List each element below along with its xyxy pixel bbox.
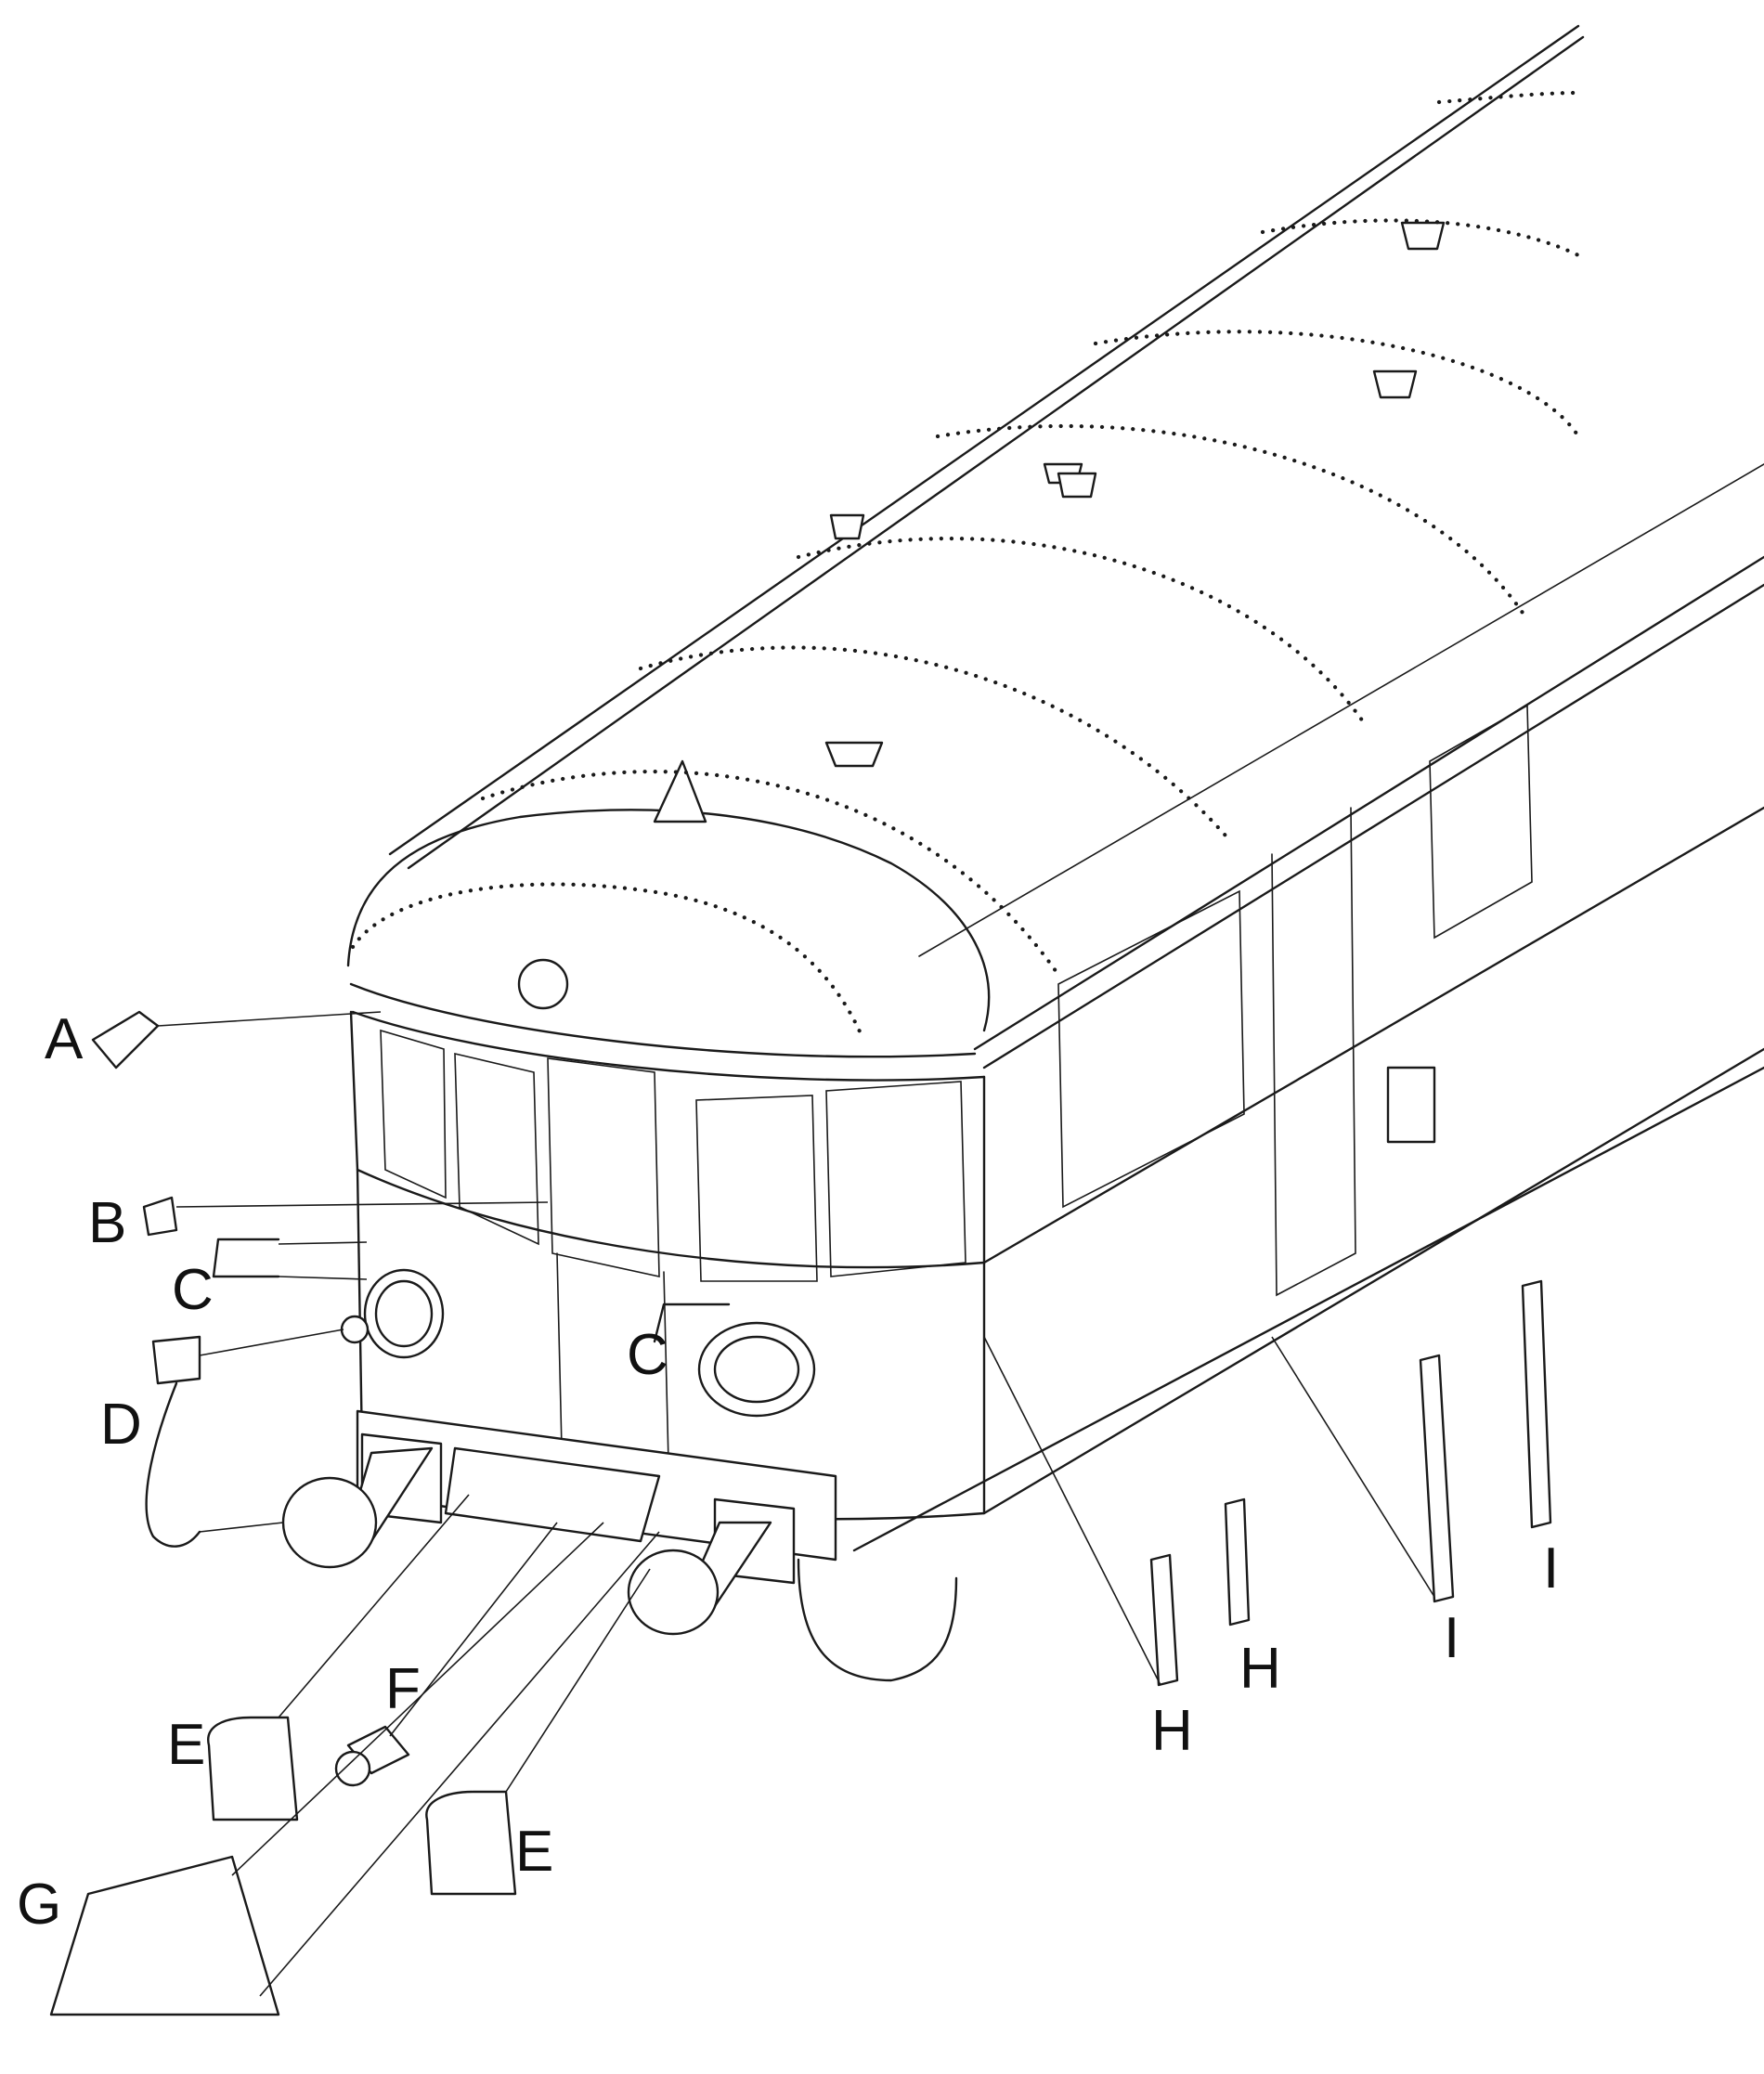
part-i-handrail-2: [1521, 1279, 1552, 1529]
cab-front-outline: [349, 1010, 986, 1269]
label-h-right: H: [1239, 1637, 1281, 1701]
roof-cant-rail: [973, 555, 1764, 1051]
leader-e-right: [505, 1568, 651, 1793]
roof-vent-3: [1372, 369, 1418, 399]
label-c-left: C: [172, 1258, 214, 1322]
label-i-right: I: [1543, 1536, 1559, 1601]
leader-h: [983, 1336, 1161, 1686]
roof-seam-5: [935, 423, 1525, 616]
part-d-cable: [145, 1381, 201, 1548]
part-e-left: [207, 1716, 299, 1821]
leader-d: [199, 1329, 344, 1533]
cab-window-2: [454, 1052, 539, 1246]
coupler-pocket: [444, 1446, 661, 1543]
part-c-hose-right: [653, 1303, 731, 1343]
label-g: G: [17, 1873, 61, 1937]
label-d: D: [100, 1393, 142, 1457]
leader-c: [278, 1241, 368, 1280]
roof-seam-1: [350, 882, 866, 1043]
cab-window-5: [825, 1081, 966, 1277]
leader-f: [389, 1522, 558, 1737]
roof-seam-2: [480, 770, 1061, 978]
label-f: F: [385, 1657, 421, 1721]
side-solebar: [852, 1066, 1764, 1552]
label-b: B: [88, 1191, 126, 1255]
cab-window-1: [380, 1029, 447, 1199]
part-d-head: [151, 1335, 201, 1385]
headlight-top: [517, 958, 569, 1010]
leader-a: [157, 1011, 382, 1027]
side-grille: [1386, 1066, 1436, 1144]
roof-top-edge: [388, 24, 1580, 856]
roof-top-edge-inner: [407, 35, 1585, 870]
part-h-handrail-2: [1224, 1497, 1251, 1627]
railcar-body: [281, 24, 1764, 1682]
label-h-left: H: [1151, 1699, 1193, 1763]
label-c-right: C: [627, 1323, 668, 1387]
leader-lines: [157, 1011, 1435, 1997]
part-f-hook: [334, 1750, 371, 1787]
roof-vent-5: [829, 513, 865, 540]
part-e-right: [425, 1790, 517, 1896]
bogie-corner: [797, 1558, 958, 1682]
roof-seam-6: [1093, 330, 1581, 439]
leader-g: [231, 1522, 660, 1997]
headlight-left: [374, 1279, 434, 1348]
cab-window-3: [547, 1057, 660, 1277]
roof-vent-4: [1400, 221, 1446, 251]
part-i-handrail-1: [1419, 1354, 1455, 1603]
side-bottom-line: [982, 1047, 1764, 1515]
part-b-clip: [142, 1196, 178, 1237]
detail-parts: [49, 1010, 1552, 2016]
part-a-lamp: [91, 1010, 160, 1069]
label-a: A: [45, 1007, 84, 1071]
roof-horn: [653, 759, 707, 823]
side-waist-line: [982, 806, 1764, 1264]
front-dome-rim: [351, 1010, 986, 1082]
label-i-left: I: [1444, 1606, 1459, 1670]
front-dome: [346, 809, 991, 1032]
label-e-right: E: [515, 1820, 553, 1884]
roof-seam-7: [1260, 218, 1581, 258]
right-buffer-head: [627, 1549, 720, 1636]
roof-seam-4: [796, 536, 1368, 727]
side-window-2: [1429, 704, 1533, 940]
part-c-hose-left: [212, 1238, 280, 1278]
side-window-1: [1057, 889, 1245, 1209]
roof-vent-1: [824, 741, 884, 768]
roof-seam-3: [638, 645, 1228, 838]
side-door: [1271, 807, 1356, 1297]
left-buffer-head: [281, 1476, 378, 1569]
leader-b: [175, 1201, 549, 1208]
part-h-handrail-1: [1149, 1553, 1179, 1687]
cab-window-4: [695, 1095, 818, 1282]
marker-lamp-left: [340, 1315, 370, 1344]
roof-cant-rail-2: [982, 583, 1764, 1069]
label-e-left: E: [167, 1713, 205, 1777]
leader-i: [1271, 1336, 1435, 1598]
front-dome-lower: [349, 982, 977, 1058]
leader-e-left: [278, 1494, 470, 1718]
callout-labels: A B C C D E E F G H H I I: [17, 1007, 1559, 1937]
roof-side-line: [918, 463, 1764, 957]
headlight-right: [713, 1335, 800, 1404]
roof-vent-6: [1057, 472, 1097, 499]
part-g-plate: [49, 1855, 280, 2016]
roof-seam-8: [1436, 90, 1581, 105]
